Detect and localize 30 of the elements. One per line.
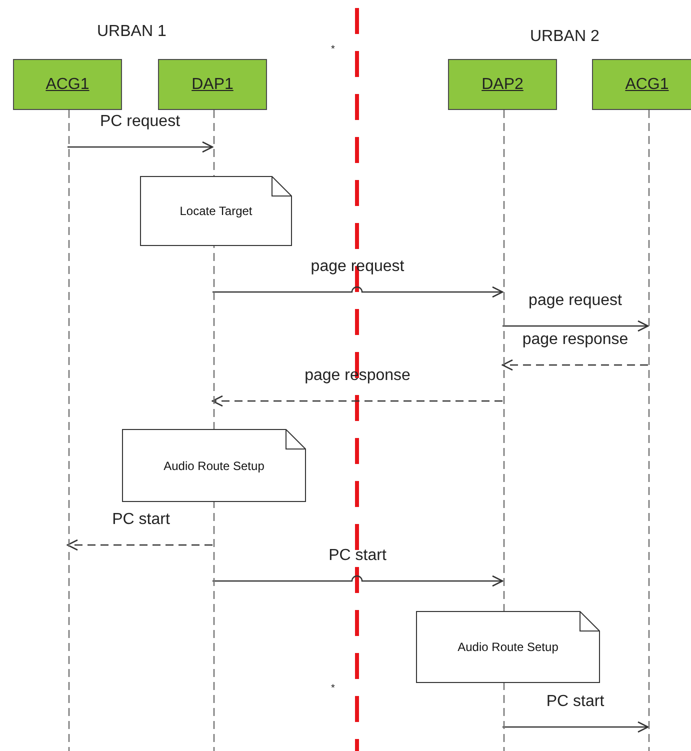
message-arrow — [502, 320, 649, 332]
message-arrow — [66, 539, 212, 551]
note-text: Audio Route Setup — [162, 458, 266, 472]
asterisk-mark: * — [331, 44, 335, 55]
note-text: Locate Target — [178, 204, 254, 218]
participant-name: DAP2 — [482, 76, 524, 94]
group-label: URBAN 1 — [97, 23, 166, 41]
edge-label: page response — [522, 331, 628, 349]
participant-name: ACG1 — [625, 76, 669, 94]
group-label: URBAN 2 — [530, 28, 600, 46]
participant-name: DAP1 — [192, 76, 234, 94]
note-box — [416, 611, 600, 683]
note-text: Audio Route Setup — [456, 640, 560, 654]
edge-label: page request — [310, 258, 404, 276]
edge-label: PC start — [546, 693, 604, 711]
edge-label: PC start — [328, 547, 386, 565]
note-box — [140, 176, 292, 246]
message-arrow — [502, 721, 649, 733]
message-arrow — [212, 575, 504, 587]
participant-name: ACG1 — [46, 76, 90, 94]
message-arrow — [212, 286, 504, 298]
message-arrow — [68, 141, 214, 153]
edge-label: PC start — [112, 511, 170, 529]
note-box — [122, 429, 306, 502]
edge-label: page response — [304, 367, 410, 385]
edge-label: page request — [528, 292, 622, 310]
edge-label: PC request — [100, 113, 180, 131]
message-arrow — [212, 395, 502, 407]
asterisk-mark: * — [331, 683, 335, 694]
message-arrow — [502, 359, 648, 371]
